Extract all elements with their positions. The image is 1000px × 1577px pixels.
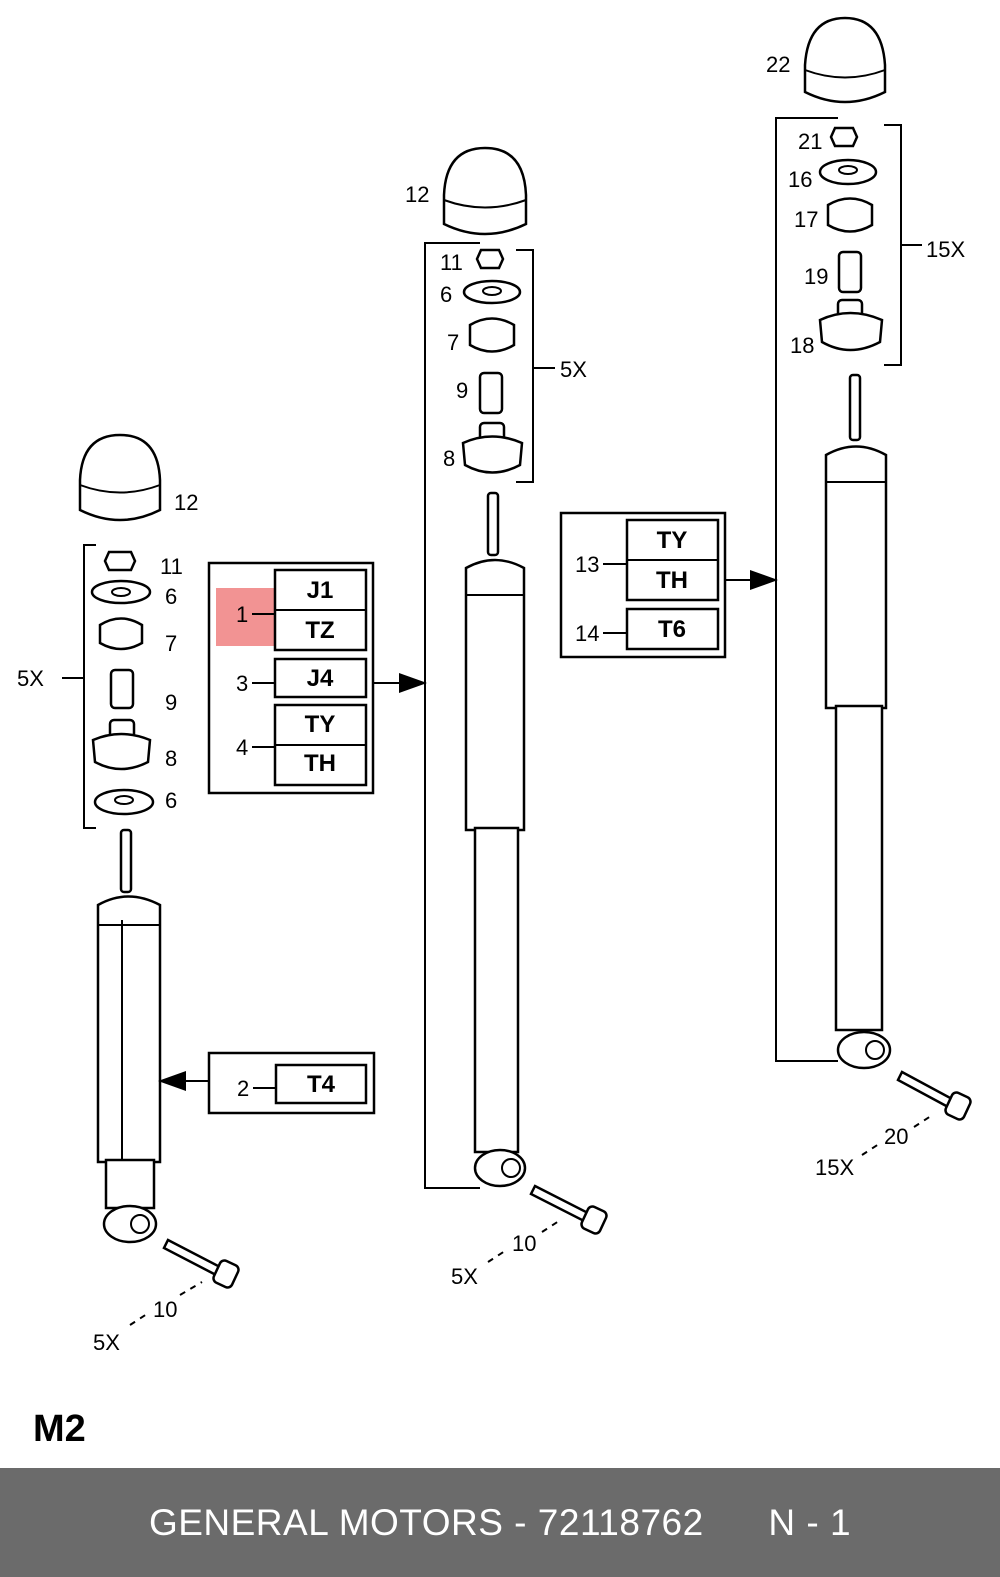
table-a-row-3-number: 3 [236, 671, 248, 696]
footer-bar: GENERAL MOTORS - 72118762 N - 1 [0, 1468, 1000, 1577]
right-sleeve [837, 250, 863, 294]
table-a-row-4-code-2: TH [304, 750, 336, 777]
center-sleeve [478, 371, 504, 415]
left-shock-absorber [96, 828, 162, 1244]
right-washer [818, 158, 878, 186]
code-table-a: 1 J1 TZ 3 J4 4 TY TH [207, 561, 427, 795]
table-c-row-13-number: 13 [575, 552, 599, 577]
footer-separator: - [503, 1501, 538, 1543]
center-callout-11: 11 [440, 250, 463, 275]
right-shock-absorber [824, 373, 892, 1070]
highlight-marker [216, 588, 276, 646]
code-table-b: 2 T4 [158, 1051, 376, 1115]
center-qty-bolt: 5X [451, 1264, 478, 1289]
footer-part-number: 72118762 [537, 1501, 704, 1543]
table-b-row-2-number: 2 [237, 1076, 249, 1101]
table-a-row-3-code-1: J4 [307, 665, 334, 692]
footer-brand: GENERAL MOTORS [148, 1501, 504, 1543]
left-qty-bracket: 5X [17, 666, 44, 691]
table-a-row-1-code-2: TZ [305, 617, 334, 644]
table-c-row-13-code-1: TY [657, 527, 688, 554]
right-callout-17: 17 [794, 207, 818, 232]
center-assembly: 12 5X 11 6 7 9 8 [405, 146, 608, 1289]
code-table-c: 13 TY TH 14 T6 [559, 511, 778, 659]
sheet-label: M2 [33, 1408, 86, 1450]
left-callout-9: 9 [165, 690, 177, 715]
center-bushing [468, 317, 516, 353]
center-mount [461, 421, 524, 474]
table-a-row-4-code-1: TY [305, 711, 336, 738]
center-frame [424, 242, 480, 1189]
right-callout-22: 22 [766, 52, 790, 77]
right-bolt [896, 1070, 972, 1121]
right-bracket [884, 124, 902, 366]
center-callout-8: 8 [443, 446, 455, 471]
left-callout-11: 11 [160, 554, 183, 579]
right-callout-19: 19 [804, 264, 828, 289]
right-bushing [826, 197, 874, 233]
center-washer [462, 279, 522, 305]
footer-gap [704, 1502, 769, 1544]
left-callout-6a: 6 [165, 584, 177, 609]
left-bolt [162, 1238, 240, 1289]
table-c-row-13-code-2: TH [656, 567, 688, 594]
center-nut [475, 248, 505, 270]
left-callout-8: 8 [165, 746, 177, 771]
center-bolt [529, 1184, 608, 1235]
table-a-row-1-code-1: J1 [307, 577, 334, 604]
right-callout-18: 18 [790, 333, 814, 358]
right-nut [829, 126, 859, 148]
left-washer-bottom [93, 788, 155, 816]
left-nut [103, 550, 137, 572]
left-callout-12: 12 [174, 490, 198, 515]
left-callout-10: 10 [153, 1297, 177, 1322]
right-qty-bolt: 15X [815, 1155, 854, 1180]
center-callout-6: 6 [440, 282, 452, 307]
center-qty-bracket: 5X [560, 357, 587, 382]
right-qty-bracket: 15X [926, 237, 965, 262]
center-shock-absorber [464, 491, 527, 1188]
table-a-row-4-number: 4 [236, 735, 248, 760]
right-dust-cap [803, 16, 887, 104]
left-callout-7: 7 [165, 631, 177, 656]
footer-page: N - 1 [768, 1501, 852, 1543]
center-dust-cap [442, 146, 528, 236]
right-callout-16: 16 [788, 167, 812, 192]
left-assembly: 12 5X 11 6 7 9 8 6 [17, 433, 240, 1355]
left-sleeve [109, 668, 135, 710]
left-bushing [98, 617, 144, 651]
right-callout-20: 20 [884, 1124, 908, 1149]
right-callout-21: 21 [798, 129, 822, 154]
left-qty-bolt: 5X [93, 1330, 120, 1355]
parts-diagram: 12 5X 11 6 7 9 8 6 [17, 16, 972, 1355]
table-c-row-14-number: 14 [575, 621, 599, 646]
center-callout-9: 9 [456, 378, 468, 403]
right-assembly: 22 15X 21 16 17 19 18 [766, 16, 972, 1180]
table-b-row-2-code-1: T4 [307, 1071, 336, 1098]
table-c-row-14-code-1: T6 [658, 616, 686, 643]
left-washer-top [90, 579, 152, 605]
center-callout-12: 12 [405, 182, 429, 207]
left-bracket [83, 544, 96, 829]
left-dust-cap [78, 433, 162, 522]
right-mount [818, 298, 884, 352]
table-a-row-1-number: 1 [236, 602, 248, 627]
center-callout-7: 7 [447, 330, 459, 355]
left-callout-6b: 6 [165, 788, 177, 813]
left-mount [91, 718, 152, 771]
center-bracket [516, 249, 534, 483]
center-callout-10: 10 [512, 1231, 536, 1256]
